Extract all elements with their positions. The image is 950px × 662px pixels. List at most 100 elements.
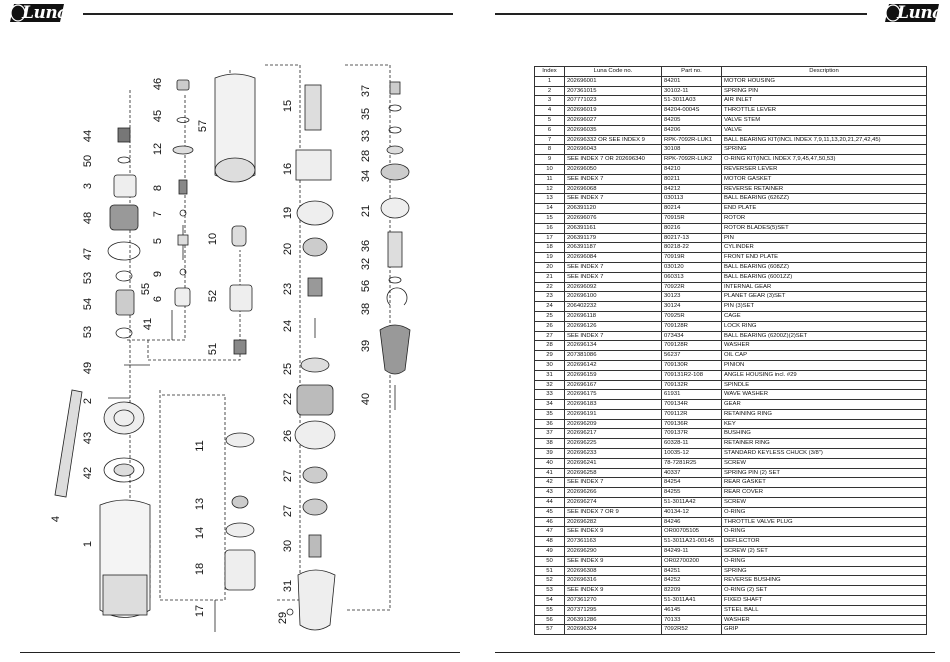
cell-index: 3	[534, 95, 565, 107]
cell-luna-code: SEE INDEX 7	[564, 271, 662, 283]
cell-index: 42	[534, 477, 565, 489]
header-rule-right	[495, 13, 867, 15]
cell-description: REVERSE BUSHING	[721, 575, 927, 587]
cell-description: PLANET GEAR (3)SET	[721, 291, 927, 303]
cell-luna-code: 202696019	[564, 105, 662, 116]
cell-description: STANDARD KEYLESS CHUCK (3/8")	[721, 448, 927, 459]
cell-luna-code: 202696191	[564, 408, 662, 420]
cell-part-no: 84212	[661, 183, 722, 195]
cell-part-no: 30108	[661, 144, 722, 156]
cell-index: 7	[534, 134, 565, 146]
cell-index: 1	[534, 75, 565, 87]
cell-description: STEEL BALL	[721, 604, 927, 616]
cell-luna-code: 202696035	[564, 124, 662, 136]
cell-description: CYLINDER	[721, 242, 927, 254]
cell-index: 24	[534, 301, 565, 312]
cell-index: 31	[534, 369, 565, 381]
cell-luna-code: 202696027	[564, 114, 662, 126]
callout-number: 7	[152, 210, 164, 218]
cell-part-no: 60328-11	[661, 438, 722, 450]
cell-description: SPRING PIN	[721, 85, 927, 97]
cell-luna-code: 202696175	[564, 389, 662, 401]
callout-number: 55	[140, 282, 152, 296]
cell-part-no: 84201	[661, 75, 722, 87]
callout-number: 40	[360, 392, 372, 406]
cell-part-no: 82209	[661, 585, 722, 597]
cell-luna-code: 202696308	[564, 565, 662, 577]
callout-number: 27	[282, 504, 294, 518]
cell-description: THROTTLE VALVE PLUG	[721, 516, 927, 528]
cell-index: 40	[534, 457, 565, 469]
cell-description: BALL BEARING (6001ZZ)	[721, 271, 927, 283]
cell-index: 9	[534, 154, 565, 165]
cell-part-no: 78-7281R25	[661, 457, 722, 469]
callout-number: 9	[152, 270, 164, 278]
cell-index: 34	[534, 399, 565, 410]
cell-luna-code: SEE INDEX 7	[564, 173, 662, 185]
cell-part-no: 56237	[661, 350, 722, 361]
cell-index: 11	[534, 173, 565, 185]
callout-number: 48	[82, 211, 94, 225]
cell-index: 6	[534, 124, 565, 136]
header-part-no: Part no.	[661, 66, 722, 77]
cell-index: 30	[534, 359, 565, 371]
cell-description: FIXED SHAFT	[721, 595, 927, 606]
table-header-row: Index Luna Code no. Part no. Description	[534, 66, 927, 77]
cell-index: 23	[534, 291, 565, 303]
callout-number: 52	[207, 289, 219, 303]
cell-luna-code: 202696126	[564, 320, 662, 332]
cell-luna-code: 202696183	[564, 399, 662, 410]
left-page: Luna	[10, 3, 460, 653]
cell-index: 48	[534, 536, 565, 548]
cell-description: ANGLE HOUSING incl. #29	[721, 369, 927, 381]
cell-luna-code: 207371295	[564, 604, 662, 616]
cell-luna-code: 202696118	[564, 310, 662, 322]
cell-part-no: 709134R	[661, 399, 722, 410]
cell-part-no: 10035-12	[661, 448, 722, 459]
cell-part-no: 70133	[661, 614, 722, 626]
cell-part-no: 30124	[661, 301, 722, 312]
callout-number: 44	[82, 129, 94, 143]
callout-number: 11	[194, 440, 206, 452]
cell-index: 53	[534, 585, 565, 597]
cell-index: 14	[534, 203, 565, 214]
callout-number: 30	[282, 539, 294, 553]
cell-description: SCREW	[721, 497, 927, 508]
cell-part-no: 51-3011A42	[661, 497, 722, 508]
cell-index: 10	[534, 163, 565, 175]
callout-number: 25	[282, 362, 294, 376]
callout-number: 21	[360, 204, 372, 218]
cell-description: VALVE STEM	[721, 114, 927, 126]
cell-description: BALL BEARING (608ZZ)	[721, 261, 927, 273]
callout-number: 15	[282, 99, 294, 113]
cell-luna-code: SEE INDEX 9	[564, 585, 662, 597]
callout-number: 26	[282, 429, 294, 443]
cell-luna-code: 202696225	[564, 438, 662, 450]
cell-luna-code: 202696050	[564, 163, 662, 175]
cell-index: 43	[534, 487, 565, 499]
cell-index: 12	[534, 183, 565, 195]
footer-rule-left	[20, 652, 460, 653]
cell-index: 18	[534, 242, 565, 254]
cell-index: 2	[534, 85, 565, 97]
callout-number: 8	[152, 184, 164, 192]
cell-luna-code: 207361270	[564, 595, 662, 606]
callout-number: 39	[360, 339, 372, 353]
cell-part-no: 40337	[661, 467, 722, 479]
cell-description: SCREW (2) SET	[721, 546, 927, 557]
